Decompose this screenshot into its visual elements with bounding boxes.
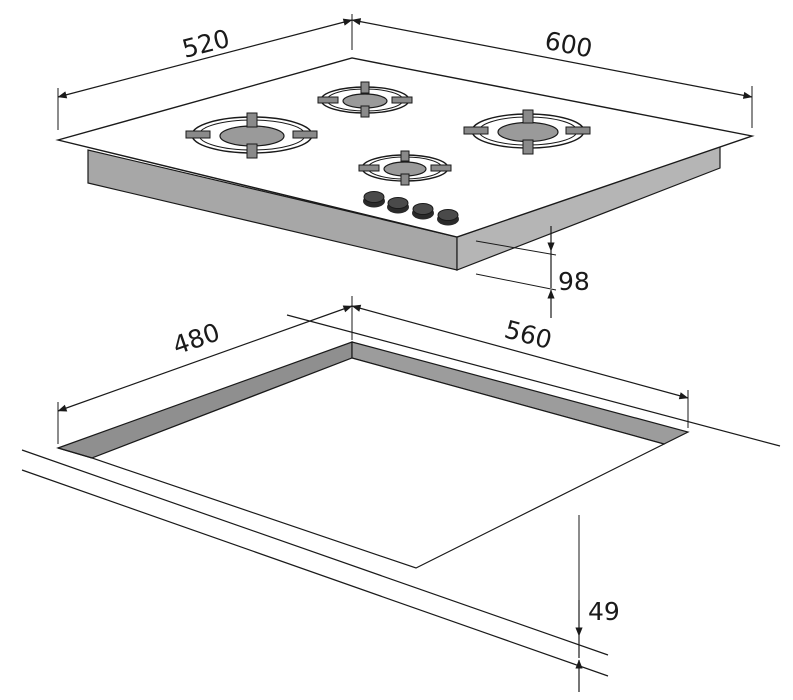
cutout-opening <box>90 357 666 569</box>
countertop-edge-bottom <box>21 469 609 677</box>
countertop-edge-top <box>21 449 609 656</box>
burner-left <box>185 112 318 159</box>
dim-line-600 <box>351 18 753 99</box>
hob-unit <box>55 57 755 271</box>
dim-label-480: 480 <box>169 317 224 360</box>
burner-right <box>463 109 591 155</box>
dim-line-520 <box>57 18 353 99</box>
burner-front <box>358 150 452 186</box>
knob-3 <box>412 203 434 220</box>
control-knobs <box>363 191 459 226</box>
dim-label-49: 49 <box>588 597 620 626</box>
knob-4 <box>437 209 459 226</box>
dim-line-560 <box>351 304 689 400</box>
knob-2 <box>387 197 409 214</box>
dim-line-480 <box>57 305 353 412</box>
countertop-cutout <box>21 314 781 677</box>
dim-label-98: 98 <box>558 267 590 296</box>
knob-1 <box>363 191 385 208</box>
dim-label-520: 520 <box>179 24 232 64</box>
